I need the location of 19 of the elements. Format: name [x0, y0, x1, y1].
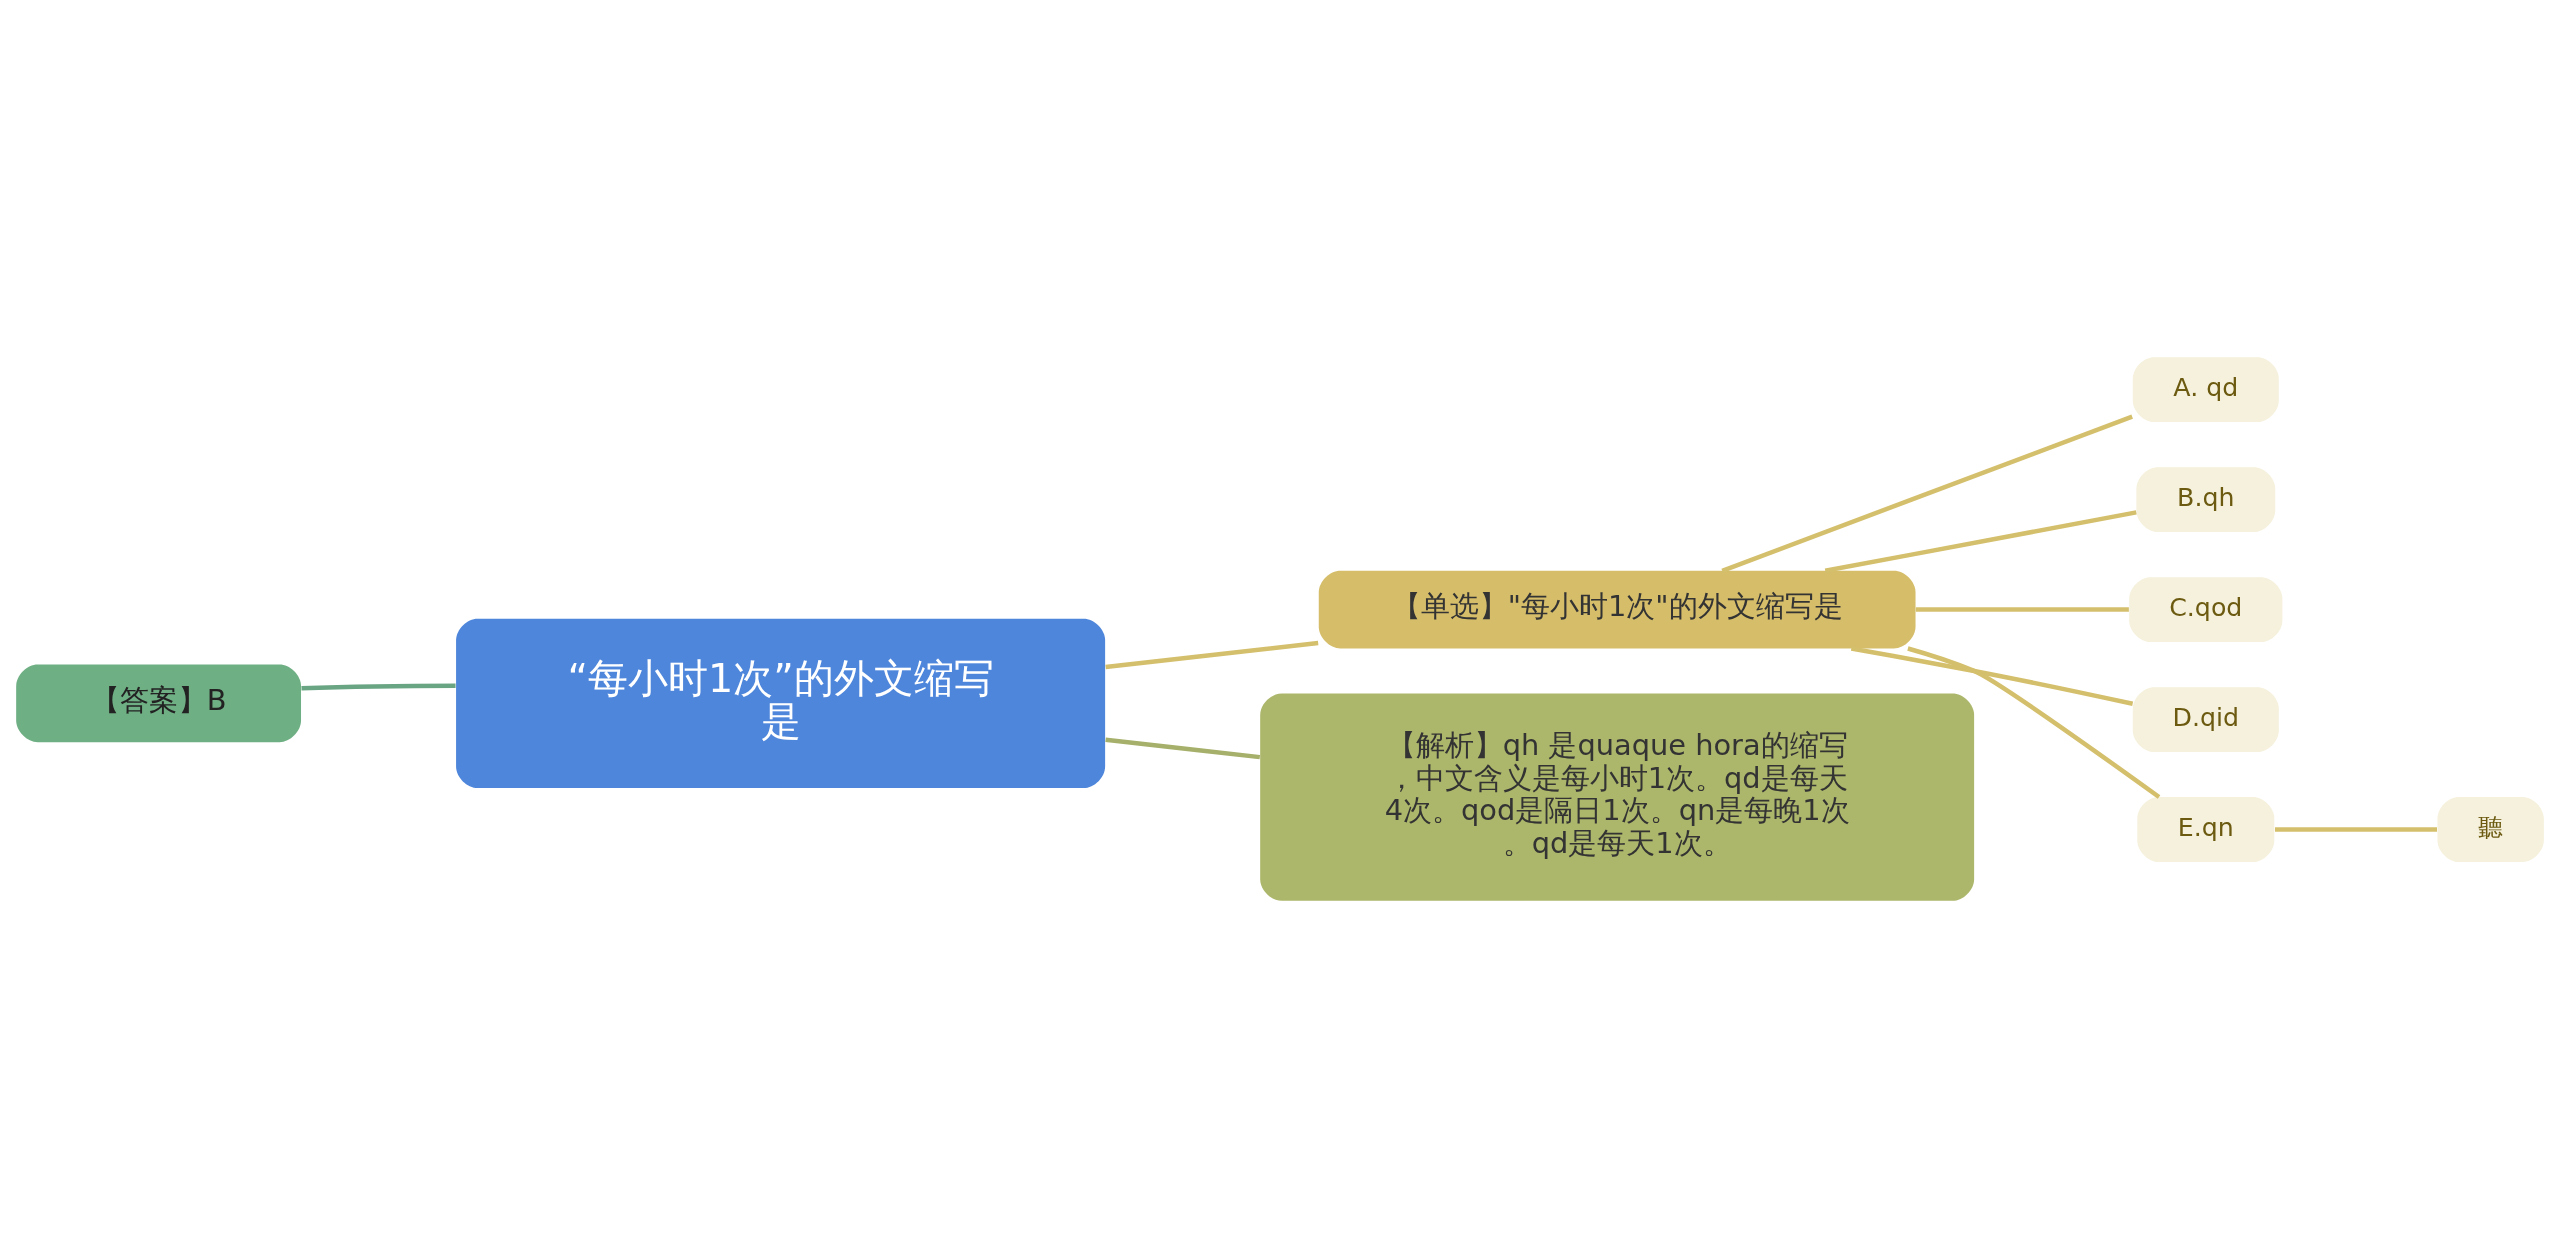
- node-box: A. qd: [2132, 356, 2279, 422]
- node-box: E.qn: [2137, 796, 2275, 862]
- node-box: D.qid: [2132, 686, 2279, 752]
- node-box: 【解析】qh 是quaque hora的缩写，中文含义是每小时1次。qd是每天4次。qod是隔日1次。qn是每晚1次。qd是每天1次。: [1260, 692, 1975, 901]
- node-box: B.qh: [2136, 466, 2276, 532]
- connector: [1850, 645, 2134, 706]
- connector: [1915, 606, 2129, 612]
- connector: [1824, 509, 2137, 573]
- connector: [1721, 414, 2133, 573]
- node-box: 【单选】"每小时1次"的外文缩写是: [1318, 570, 1916, 648]
- node-box: 聽: [2437, 796, 2544, 862]
- connector: [2274, 826, 2437, 832]
- connector: [1907, 645, 2161, 799]
- node-box: 【答案】B: [16, 664, 301, 742]
- connector: [301, 683, 456, 691]
- connector: [1105, 737, 1261, 759]
- node-box: C.qod: [2129, 576, 2283, 642]
- connector: [1105, 640, 1319, 669]
- node-box: “每小时1次”的外文缩写是: [456, 618, 1106, 788]
